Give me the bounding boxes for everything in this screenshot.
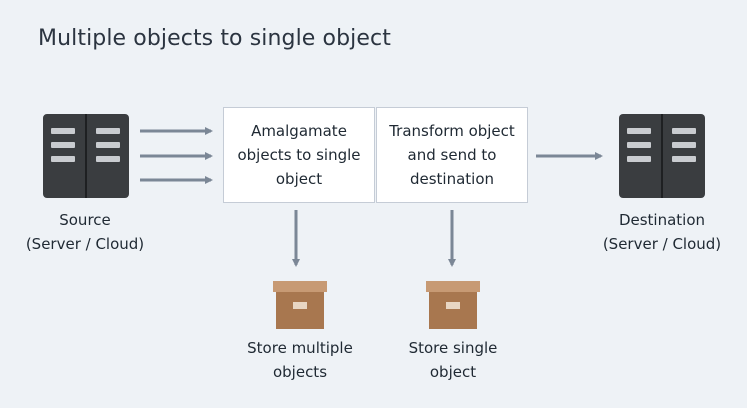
destination-label: Destination (Server / Cloud) <box>587 208 737 256</box>
store-single-label-line2: object <box>429 363 477 381</box>
amalgamate-step-text: Amalgamate objects to single object <box>237 122 361 188</box>
store-multiple-label: Store multiple objects <box>225 336 375 384</box>
store-single-label-line1: Store single <box>408 339 498 357</box>
store-single-label: Store single object <box>378 336 528 384</box>
destination-label-line2: (Server / Cloud) <box>602 235 722 253</box>
transform-step-box: Transform object and send to destination <box>376 107 528 203</box>
store-multiple-label-line2: objects <box>272 363 328 381</box>
store-multiple-archive-icon <box>273 281 327 329</box>
source-label: Source (Server / Cloud) <box>10 208 160 256</box>
transform-step-text: Transform object and send to destination <box>389 122 515 188</box>
destination-label-line1: Destination <box>618 211 706 229</box>
source-label-line1: Source <box>59 211 111 229</box>
store-single-archive-icon <box>426 281 480 329</box>
amalgamate-step-box: Amalgamate objects to single object <box>223 107 375 203</box>
diagram-title: Multiple objects to single object <box>38 26 391 51</box>
source-server-icon <box>43 114 129 198</box>
destination-server-icon <box>619 114 705 198</box>
store-multiple-label-line1: Store multiple <box>247 339 353 357</box>
source-label-line2: (Server / Cloud) <box>25 235 145 253</box>
